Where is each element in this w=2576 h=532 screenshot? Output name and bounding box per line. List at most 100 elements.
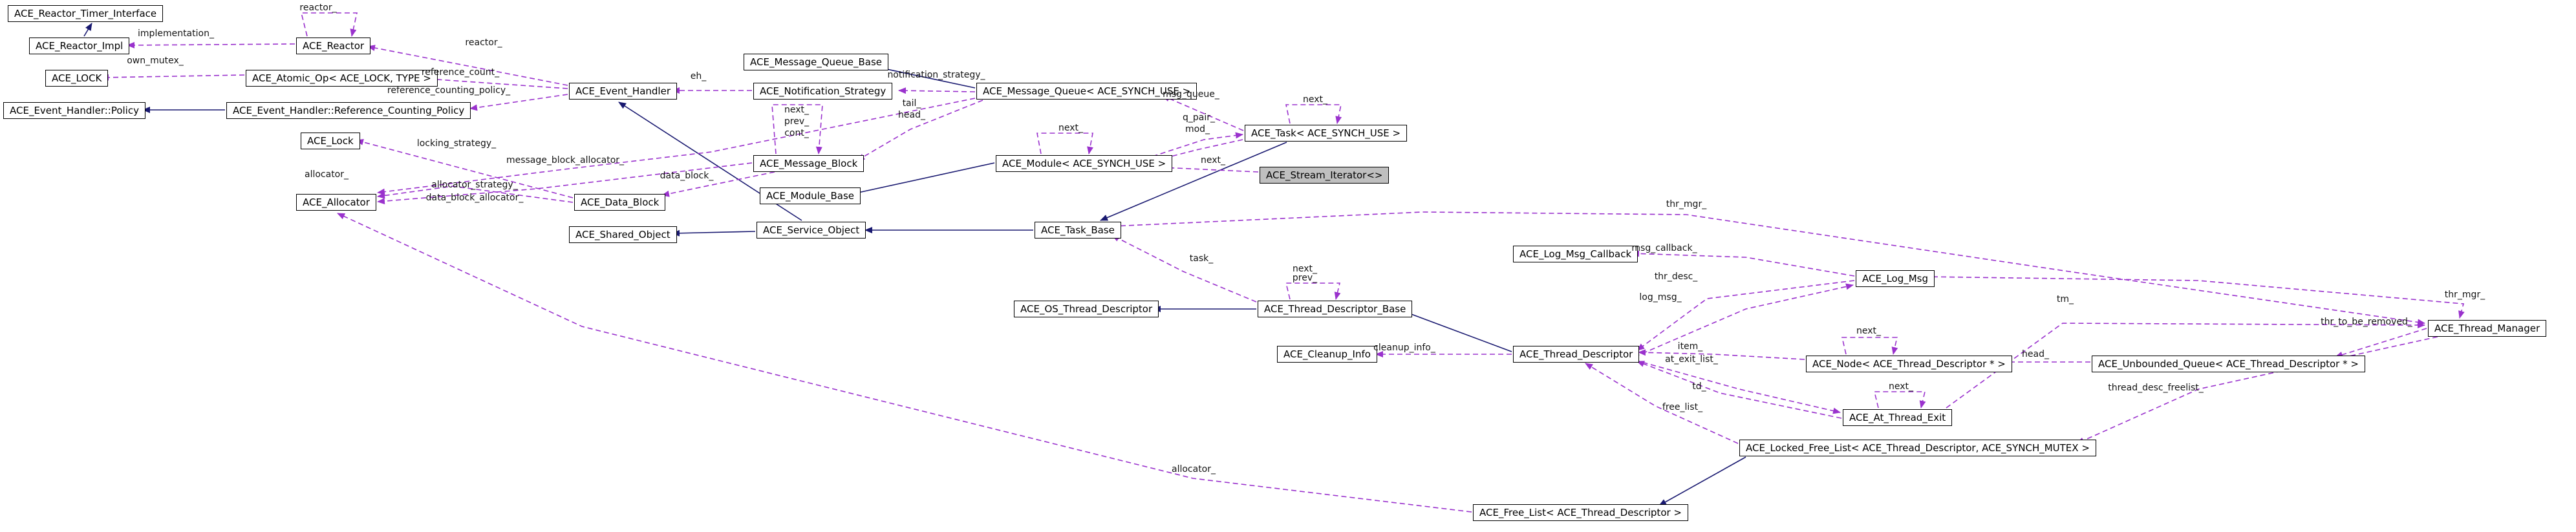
edge-label-thread-descriptor-log-msg: log_msg_: [1639, 292, 1682, 303]
edge-service-object-inherits-shared-object: [672, 229, 756, 237]
class-node-ace-allocator[interactable]: ACE_Allocator: [296, 194, 376, 211]
edge-node-self-next: [1841, 337, 1898, 355]
edge-label-thread-manager-thread-desc-freelist: thread_desc_freelist_: [2108, 383, 2204, 393]
class-node-ace-reactor-timer-interface[interactable]: ACE_Reactor_Timer_Interface: [8, 5, 164, 22]
edge-label-message-block-self-links: prev_: [784, 116, 810, 127]
edge-label-stream-iterator-next: next_: [1200, 155, 1226, 165]
edge-label-message-block-self-links: next_: [784, 105, 810, 115]
edge-log-msg-thr-mgr: [1924, 276, 2465, 319]
edge-task-inherits-task-base: [1100, 142, 1287, 221]
edge-label-data-block-locking-strategy: locking_strategy_: [416, 138, 497, 149]
edge-module-inherits-module-base: [852, 162, 995, 196]
edge-label-event-handler-reference-count: reference_count_: [421, 67, 500, 78]
edge-label-message-queue-notification-strategy: notification_strategy_: [887, 70, 985, 80]
class-node-ace-lock-macro[interactable]: ACE_LOCK: [45, 70, 109, 87]
edge-label-thread-descriptor-base-task: task_: [1189, 253, 1214, 264]
edge-label-locked-free-list-free-list-member: free_list_: [1662, 402, 1703, 412]
edge-label-notification-strategy-eh: eh_: [690, 71, 707, 81]
edge-message-queue-tail-head: [857, 100, 983, 161]
edge-thread-descriptor-base-task: [1111, 235, 1257, 303]
edge-label-event-handler-reference-counting-policy: reference_counting_policy_: [387, 85, 511, 96]
class-node-ace-notification-strategy[interactable]: ACE_Notification_Strategy: [753, 83, 893, 100]
class-node-ace-module-base[interactable]: ACE_Module_Base: [760, 187, 861, 204]
edge-label-task-self-next: next_: [1302, 94, 1328, 105]
edge-reactor-impl-inherits-reactor-timer-interface: [83, 23, 92, 37]
class-node-ace-stream-iterator: ACE_Stream_Iterator<>: [1260, 167, 1390, 184]
edge-label-task-mod: mod_: [1185, 124, 1210, 134]
class-node-ace-log-msg-callback[interactable]: ACE_Log_Msg_Callback: [1513, 246, 1638, 262]
class-node-ace-data-block[interactable]: ACE_Data_Block: [574, 194, 666, 211]
edge-label-module-q-pair: q_pair_: [1183, 112, 1215, 123]
class-node-ace-thread-descriptor[interactable]: ACE_Thread_Descriptor: [1513, 346, 1640, 363]
class-node-ace-module[interactable]: ACE_Module< ACE_SYNCH_USE >: [996, 155, 1173, 172]
class-node-ace-log-msg[interactable]: ACE_Log_Msg: [1856, 270, 1935, 287]
edge-label-message-block-self-links: cont_: [784, 128, 809, 138]
edge-module-self-next: [1036, 133, 1093, 154]
edge-label-message-queue-tail-head: head_: [898, 110, 925, 120]
edge-label-log-msg-msg-callback: msg_callback_: [1631, 243, 1697, 253]
edge-label-atomic-op-own-mutex: own_mutex_: [127, 56, 184, 66]
edge-label-unbounded-queue-head: head_: [2022, 349, 2049, 359]
class-node-ace-service-object[interactable]: ACE_Service_Object: [757, 222, 866, 239]
edge-label-event-handler-reactor: reactor_: [465, 37, 502, 48]
class-node-ace-unbounded-queue[interactable]: ACE_Unbounded_Queue< ACE_Thread_Descript…: [2092, 356, 2365, 372]
class-node-ace-task-base[interactable]: ACE_Task_Base: [1035, 222, 1121, 239]
edge-label-node-self-next: next_: [1856, 326, 1882, 336]
edge-label-reactor-implementation: implementation_: [138, 28, 214, 39]
edge-label-thread-manager-thr-to-be-removed: thr_to_be_removed_: [2321, 317, 2412, 327]
class-node-ace-cleanup-info[interactable]: ACE_Cleanup_Info: [1277, 346, 1377, 363]
edge-label-data-block-allocator: allocator_: [304, 169, 349, 180]
edge-locked-free-list-inherits-free-list: [1658, 456, 1746, 506]
class-node-ace-at-thread-exit[interactable]: ACE_At_Thread_Exit: [1843, 409, 1953, 426]
class-node-ace-reactor[interactable]: ACE_Reactor: [296, 37, 371, 54]
edge-label-task-base-thr-mgr: thr_mgr_: [1666, 199, 1707, 209]
class-node-ace-shared-object[interactable]: ACE_Shared_Object: [569, 226, 677, 243]
class-node-ace-event-handler-reference-counting-policy[interactable]: ACE_Event_Handler::Reference_Counting_Po…: [226, 102, 471, 119]
class-node-ace-reactor-impl[interactable]: ACE_Reactor_Impl: [29, 37, 130, 54]
class-node-ace-locked-free-list[interactable]: ACE_Locked_Free_List< ACE_Thread_Descrip…: [1739, 440, 2096, 456]
class-node-ace-message-queue-base[interactable]: ACE_Message_Queue_Base: [744, 54, 888, 70]
edge-thread-manager-thr-to-be-removed: [2335, 328, 2427, 358]
edge-label-message-block-allocators: data_block_allocator_: [425, 193, 524, 203]
edge-message-queue-notification-strategy: [898, 87, 976, 94]
class-node-ace-free-list[interactable]: ACE_Free_List< ACE_Thread_Descriptor >: [1473, 504, 1688, 521]
edge-label-at-thread-exit-self-next: next_: [1888, 381, 1914, 392]
edge-reactor-self-reactor: [300, 12, 358, 37]
edge-label-thread-descriptor-base-self-links: prev_: [1292, 273, 1318, 283]
class-node-ace-atomic-op[interactable]: ACE_Atomic_Op< ACE_LOCK, TYPE >: [246, 70, 438, 87]
edge-label-message-block-allocators: allocator_strategy_: [431, 180, 518, 190]
edge-node-item: [1638, 349, 1805, 360]
edge-thread-descriptor-base-self-links: [1285, 282, 1341, 300]
edge-label-module-self-next: next_: [1058, 123, 1084, 133]
class-node-ace-message-block[interactable]: ACE_Message_Block: [753, 155, 864, 172]
edge-at-thread-exit-self-next: [1873, 391, 1926, 409]
edge-label-message-block-data-block: data_block_: [660, 171, 714, 181]
edge-label-reactor-self-reactor: reactor_: [299, 3, 337, 13]
edge-label-free-list-allocator: allocator_: [1171, 464, 1216, 474]
class-node-ace-event-handler-policy[interactable]: ACE_Event_Handler::Policy: [3, 102, 145, 119]
edge-reactor-implementation: [127, 41, 295, 48]
edge-log-msg-thr-desc: [1637, 280, 1855, 351]
edge-label-task-msg-queue: msg_queue_: [1163, 89, 1219, 100]
class-node-ace-event-handler[interactable]: ACE_Event_Handler: [569, 83, 677, 100]
class-node-ace-thread-manager[interactable]: ACE_Thread_Manager: [2428, 320, 2547, 337]
edge-label-log-msg-thr-mgr: thr_mgr_: [2444, 290, 2485, 300]
edge-label-node-item: item_: [1677, 341, 1703, 352]
class-node-ace-os-thread-descriptor[interactable]: ACE_OS_Thread_Descriptor: [1014, 301, 1159, 317]
edge-label-at-thread-exit-tm: tm_: [2056, 294, 2074, 304]
edge-label-log-msg-thr-desc: thr_desc_: [1654, 271, 1698, 282]
class-node-ace-message-queue[interactable]: ACE_Message_Queue< ACE_SYNCH_USE >: [976, 83, 1197, 100]
class-node-ace-task[interactable]: ACE_Task< ACE_SYNCH_USE >: [1245, 125, 1408, 142]
edge-label-at-thread-exit-td: td_: [1692, 381, 1706, 392]
edge-event-handler-reference-counting-policy: [469, 94, 568, 111]
class-node-ace-node[interactable]: ACE_Node< ACE_Thread_Descriptor * >: [1806, 356, 2012, 372]
edge-free-list-allocator: [337, 213, 1472, 513]
edge-label-thread-descriptor-cleanup-info: cleanup_info_: [1373, 343, 1435, 353]
edge-label-message-queue-tail-head: tail_: [902, 98, 921, 109]
class-node-ace-thread-descriptor-base[interactable]: ACE_Thread_Descriptor_Base: [1258, 301, 1413, 317]
edge-task-self-next: [1285, 104, 1342, 124]
class-node-ace-lock[interactable]: ACE_Lock: [301, 133, 360, 149]
edge-atomic-op-own-mutex: [101, 74, 245, 81]
edge-label-message-queue-message-block-allocator: message_block_allocator_: [506, 155, 625, 165]
